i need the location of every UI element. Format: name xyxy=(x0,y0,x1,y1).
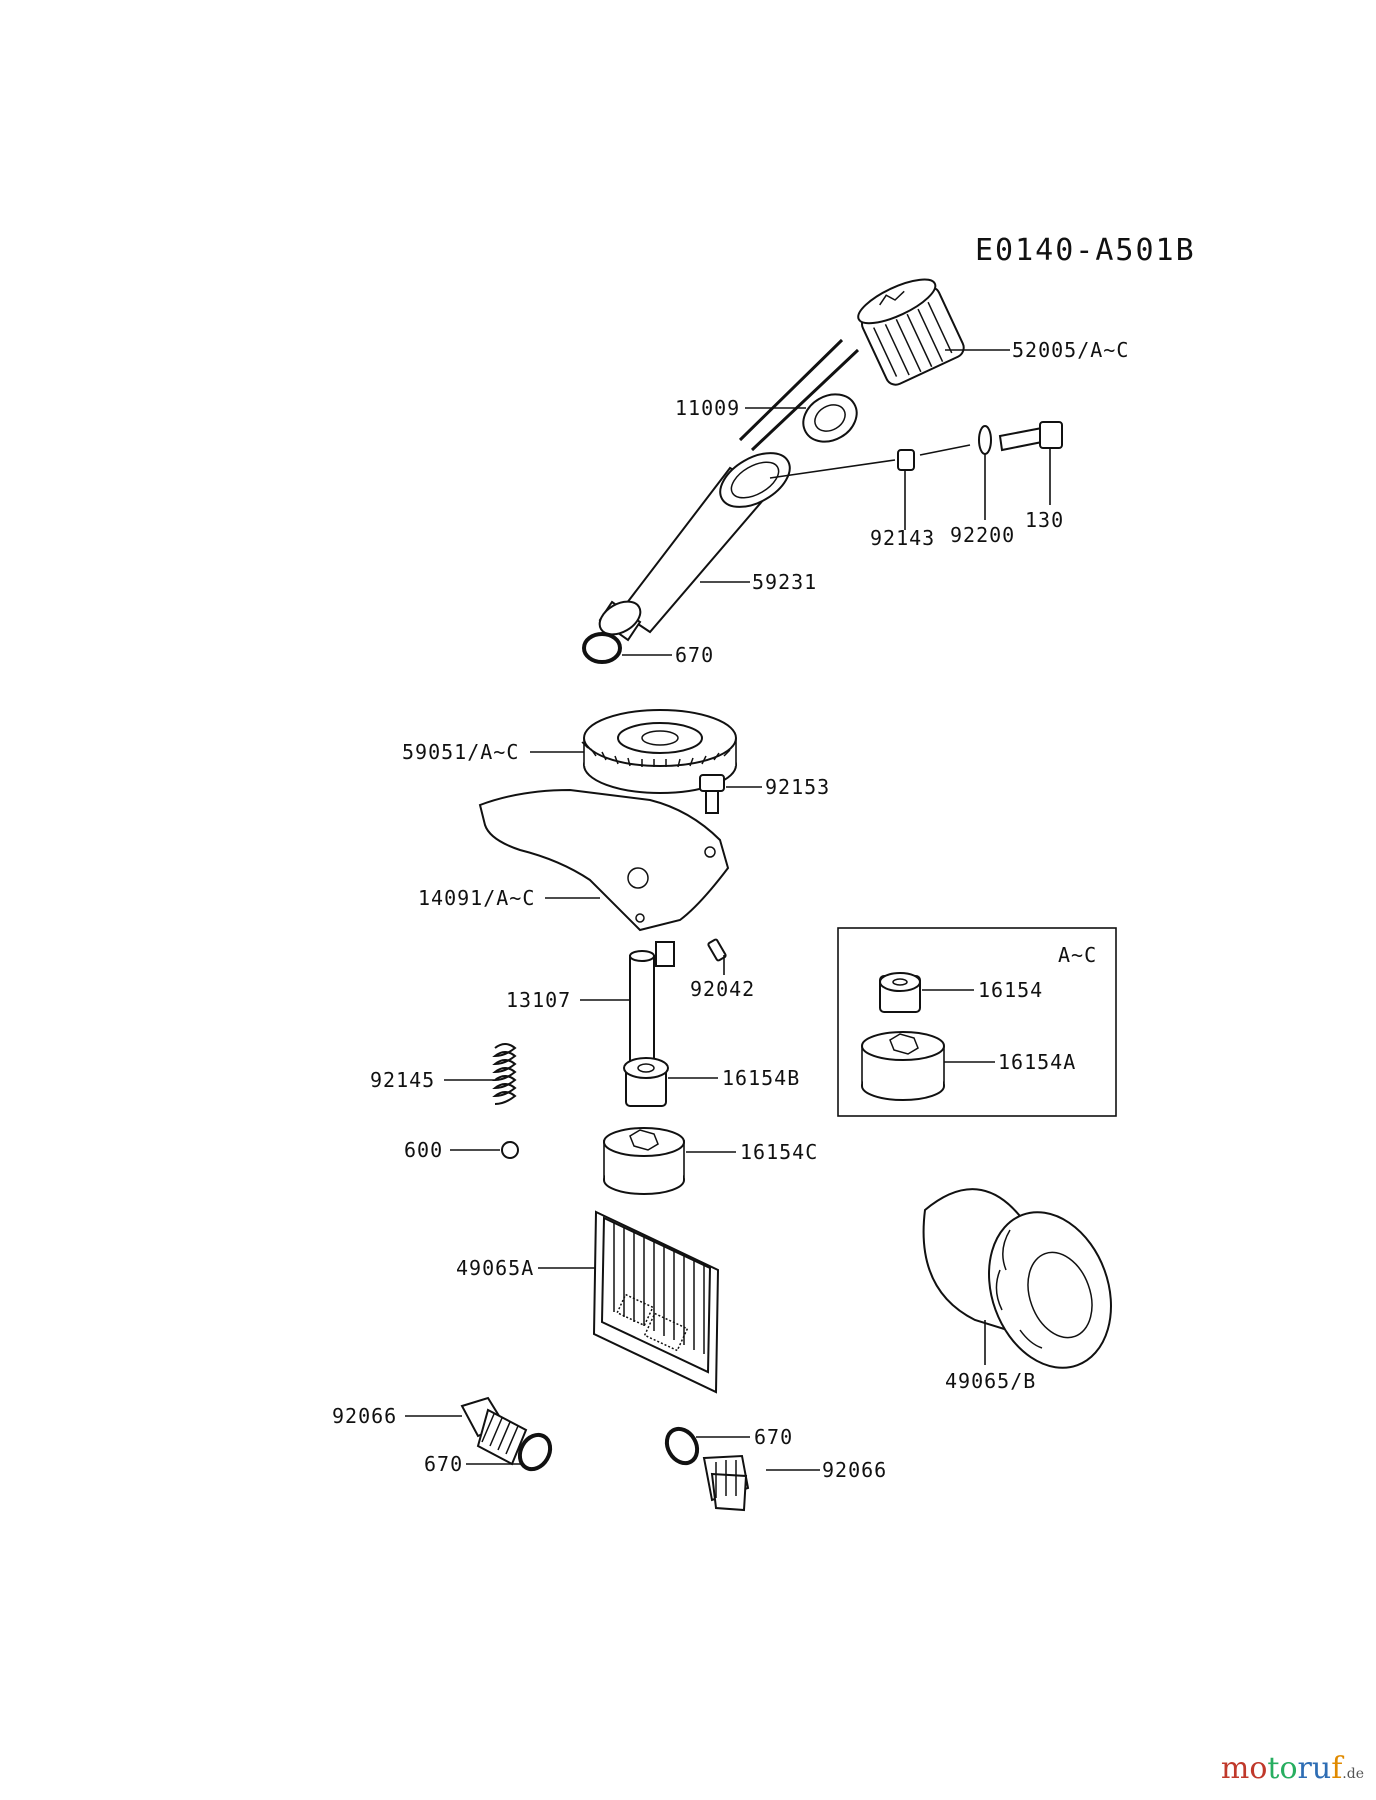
oil-filter-49065B xyxy=(922,1188,1112,1369)
diagram-code: E0140-A501B xyxy=(975,233,1196,268)
watermark-part-2: to xyxy=(1267,1751,1298,1786)
watermark-logo: motoruf.de xyxy=(1221,1751,1364,1786)
oring-670-right xyxy=(664,1426,700,1466)
label-49065B: 49065/B xyxy=(945,1369,1036,1393)
label-130: 130 xyxy=(1025,508,1064,532)
label-49065A: 49065A xyxy=(456,1256,534,1280)
oil-strainer-49065A xyxy=(592,1210,720,1394)
oil-filler-tube-part xyxy=(598,452,791,642)
washer-92200 xyxy=(978,425,992,455)
pin-92042 xyxy=(707,938,727,962)
watermark-tld: .de xyxy=(1342,1766,1364,1782)
label-14091: 14091/A~C xyxy=(418,886,535,910)
label-92153: 92153 xyxy=(765,775,830,799)
drain-plug-92066-left xyxy=(460,1396,528,1466)
drain-plug-92066-right xyxy=(702,1454,750,1512)
label-92200: 92200 xyxy=(950,523,1015,547)
shaft-13107 xyxy=(629,941,675,1065)
bushing-92143 xyxy=(897,449,915,471)
oring-670-top xyxy=(582,632,622,664)
watermark-part-1: mo xyxy=(1220,1751,1268,1786)
label-59051: 59051/A~C xyxy=(402,740,519,764)
pump-plate-part xyxy=(478,788,730,932)
rotor-16154A xyxy=(861,1031,945,1101)
label-16154B: 16154B xyxy=(722,1066,800,1090)
label-600: 600 xyxy=(404,1138,443,1162)
label-92143: 92143 xyxy=(870,526,935,550)
label-92066-right: 92066 xyxy=(822,1458,887,1482)
label-16154: 16154 xyxy=(978,978,1043,1002)
inset-label: A~C xyxy=(1058,943,1097,967)
label-13107: 13107 xyxy=(506,988,571,1012)
bolt-92153 xyxy=(699,774,725,814)
ball-600 xyxy=(501,1141,519,1159)
label-670-top: 670 xyxy=(675,643,714,667)
label-670-left: 670 xyxy=(424,1452,463,1476)
oring-670-left xyxy=(517,1432,553,1472)
oring-11009 xyxy=(802,393,858,443)
rotor-16154B xyxy=(623,1057,669,1107)
rotor-16154 xyxy=(879,972,921,1013)
label-16154A: 16154A xyxy=(998,1050,1076,1074)
inset-box xyxy=(837,927,1117,1117)
label-92042: 92042 xyxy=(690,977,755,1001)
rotor-16154C xyxy=(603,1127,685,1195)
bolt-130 xyxy=(998,421,1063,452)
label-11009: 11009 xyxy=(675,396,740,420)
label-16154C: 16154C xyxy=(740,1140,818,1164)
label-52005: 52005/A~C xyxy=(1012,338,1129,362)
label-670-right: 670 xyxy=(754,1425,793,1449)
label-59231: 59231 xyxy=(752,570,817,594)
watermark-part-3: ru xyxy=(1297,1751,1332,1786)
label-92066-left: 92066 xyxy=(332,1404,397,1428)
label-92145: 92145 xyxy=(370,1068,435,1092)
oil-pump-gear-part xyxy=(581,709,737,794)
watermark-part-4: f xyxy=(1331,1751,1343,1786)
spring-92145 xyxy=(492,1043,517,1105)
dipstick-cap-part xyxy=(738,278,965,452)
